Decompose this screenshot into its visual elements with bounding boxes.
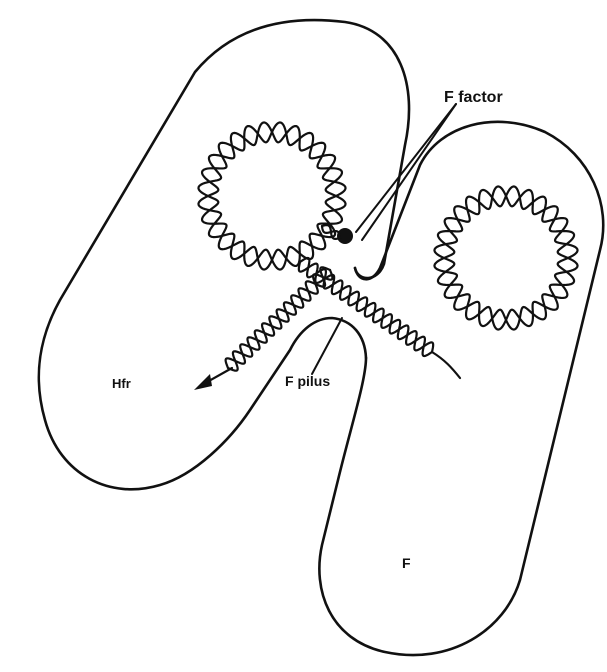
f-cell-outline [319, 122, 603, 655]
f-factor-label: F factor [444, 89, 503, 106]
hfr-chromosome-helix-strand-1 [198, 122, 345, 269]
arrow-head [194, 374, 212, 390]
f-pilus-pointer-line [312, 318, 342, 374]
hfr-label: Hfr [112, 376, 131, 391]
transferring-dna-helix-right-strand-2 [300, 258, 432, 356]
strand-tail-right [432, 352, 460, 378]
f-label: F [402, 555, 411, 571]
f-chromosome-helix-strand-1 [434, 186, 577, 329]
transferring-dna-helix-left-strand-2 [226, 270, 333, 368]
f-factor-pointer-line [356, 104, 456, 232]
f-pilus-label: F pilus [285, 373, 330, 389]
f-chromosome-helix-strand-2 [434, 186, 577, 329]
hfr-chromosome-helix-strand-2 [198, 122, 345, 269]
